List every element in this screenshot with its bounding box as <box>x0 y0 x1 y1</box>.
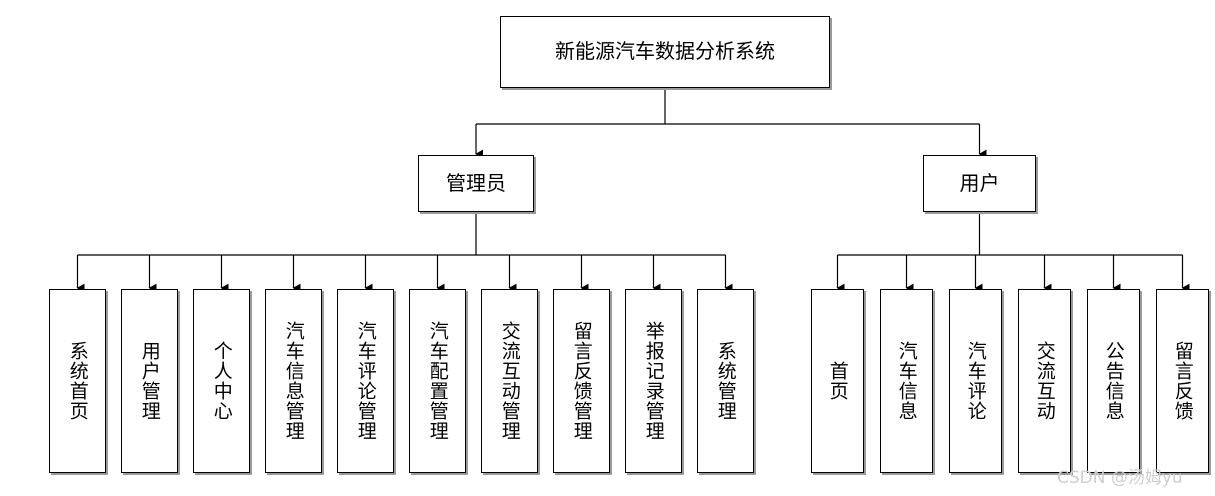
leaf-node-admin-3-label: 汽车信息管理 <box>282 321 305 441</box>
leaf-node-admin-7-label: 留言反馈管理 <box>570 321 593 441</box>
leaf-node-admin-5-label: 汽车配置管理 <box>426 321 449 441</box>
leaf-node-user-5-label: 留言反馈 <box>1171 341 1194 421</box>
leaf-node-admin-0[interactable]: 系统首页 <box>49 289 106 473</box>
leaf-node-admin-5[interactable]: 汽车配置管理 <box>409 289 466 473</box>
leaf-node-user-0-label: 首页 <box>826 361 849 401</box>
leaf-node-admin-4[interactable]: 汽车评论管理 <box>337 289 394 473</box>
watermark: CSDN @汤姆yu <box>1057 468 1183 488</box>
branch-node-admin[interactable]: 管理员 <box>418 155 534 212</box>
leaf-node-user-4[interactable]: 公告信息 <box>1087 289 1140 473</box>
branch-node-admin-label: 管理员 <box>446 170 506 195</box>
leaf-node-user-4-label: 公告信息 <box>1102 341 1125 421</box>
leaf-node-admin-4-label: 汽车评论管理 <box>354 321 377 441</box>
branch-node-user-label: 用户 <box>959 170 1000 195</box>
root-node-label: 新能源汽车数据分析系统 <box>555 39 775 64</box>
leaf-node-admin-9-label: 系统管理 <box>714 341 737 421</box>
leaf-node-user-2[interactable]: 汽车评论 <box>949 289 1002 473</box>
leaf-node-user-1-label: 汽车信息 <box>895 341 918 421</box>
leaf-node-admin-1[interactable]: 用户管理 <box>121 289 178 473</box>
leaf-node-user-3[interactable]: 交流互动 <box>1018 289 1071 473</box>
leaf-node-admin-1-label: 用户管理 <box>138 341 161 421</box>
leaf-node-admin-8[interactable]: 举报记录管理 <box>625 289 682 473</box>
leaf-node-admin-6-label: 交流互动管理 <box>498 321 521 441</box>
root-node[interactable]: 新能源汽车数据分析系统 <box>500 16 830 88</box>
leaf-node-user-1[interactable]: 汽车信息 <box>880 289 933 473</box>
leaf-node-admin-7[interactable]: 留言反馈管理 <box>553 289 610 473</box>
leaf-node-user-3-label: 交流互动 <box>1033 341 1056 421</box>
leaf-node-user-0[interactable]: 首页 <box>811 289 864 473</box>
leaf-node-admin-2[interactable]: 个人中心 <box>193 289 250 473</box>
leaf-node-user-2-label: 汽车评论 <box>964 341 987 421</box>
leaf-node-admin-8-label: 举报记录管理 <box>642 321 665 441</box>
leaf-node-admin-9[interactable]: 系统管理 <box>697 289 754 473</box>
leaf-node-user-5[interactable]: 留言反馈 <box>1156 289 1209 473</box>
branch-node-user[interactable]: 用户 <box>923 155 1036 212</box>
leaf-node-admin-0-label: 系统首页 <box>66 341 89 421</box>
leaf-node-admin-2-label: 个人中心 <box>210 341 233 421</box>
leaf-node-admin-3[interactable]: 汽车信息管理 <box>265 289 322 473</box>
leaf-node-admin-6[interactable]: 交流互动管理 <box>481 289 538 473</box>
